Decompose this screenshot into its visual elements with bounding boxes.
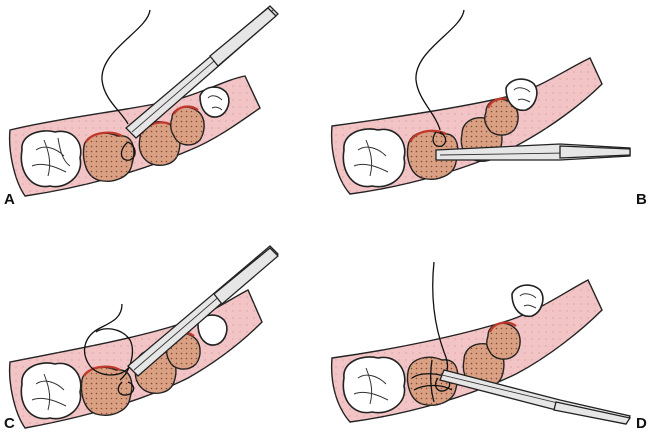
panel-a: A bbox=[4, 5, 279, 208]
needle-c bbox=[117, 381, 135, 396]
suture-thread-a bbox=[101, 9, 151, 125]
panel-d: D bbox=[330, 261, 647, 432]
panel-c: C bbox=[4, 245, 279, 432]
suture-thread-c bbox=[83, 303, 131, 376]
needle-a bbox=[120, 141, 136, 161]
needle-holder-d bbox=[439, 369, 632, 425]
needle-holder-b bbox=[435, 143, 631, 161]
suture-loop-c bbox=[95, 328, 134, 381]
suture-thread-b bbox=[415, 9, 465, 131]
needle-holder-c bbox=[127, 245, 279, 377]
panel-label-b: B bbox=[636, 191, 647, 208]
panel-b: B bbox=[330, 9, 647, 208]
panel-label-c: C bbox=[4, 415, 15, 432]
needle-b bbox=[432, 131, 447, 147]
panel-label-d: D bbox=[636, 415, 647, 432]
needle-holder-a bbox=[125, 5, 279, 139]
panel-label-a: A bbox=[4, 191, 15, 208]
